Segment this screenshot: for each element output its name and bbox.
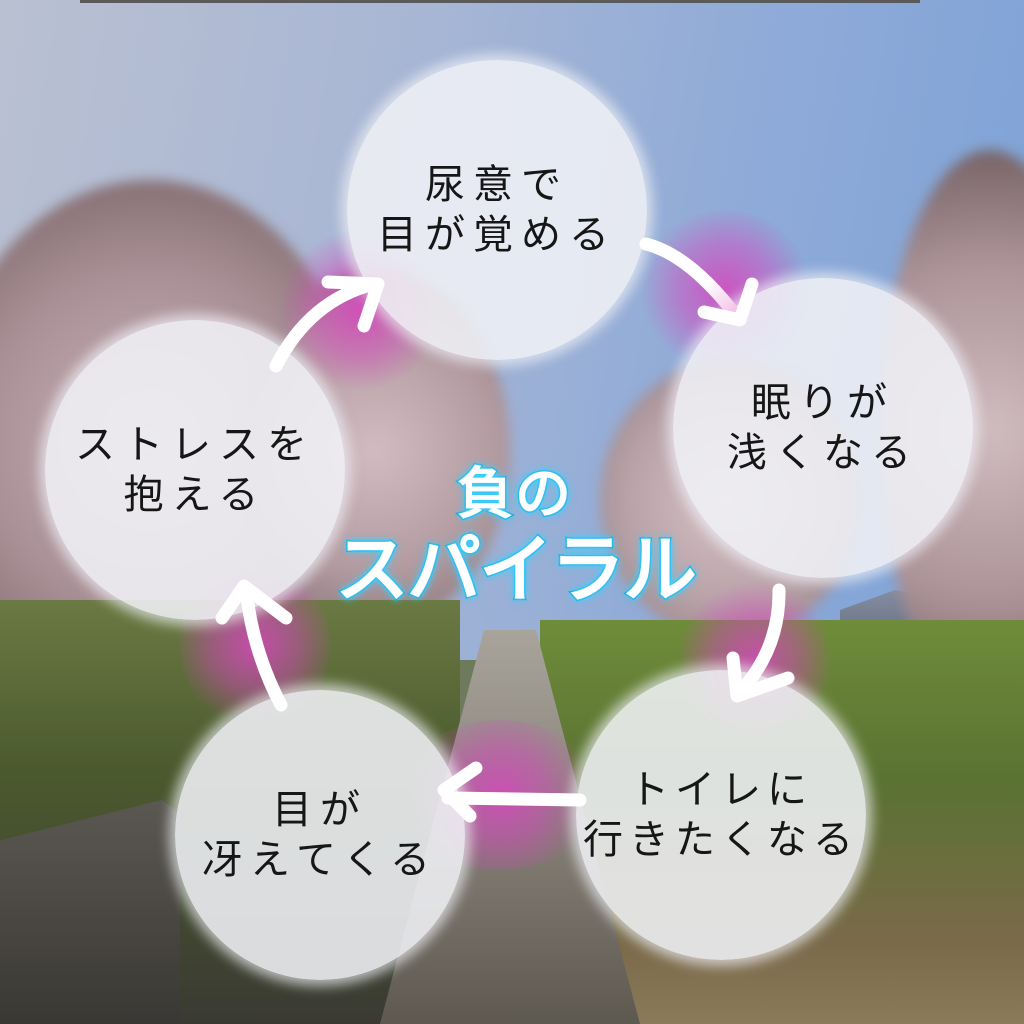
step-text-line1: 尿意で bbox=[425, 162, 569, 208]
cycle-step-wake: 尿意で 目が覚める bbox=[347, 60, 647, 360]
stone-wall bbox=[0, 800, 180, 1024]
cycle-step-light-sleep: 眠りが 浅くなる bbox=[673, 278, 973, 578]
step-text-line2: 抱える bbox=[123, 472, 267, 518]
step-text-line2: 浅くなる bbox=[727, 430, 919, 476]
spiral-title: 負の スパイラル bbox=[330, 461, 700, 614]
cycle-step-toilet: トイレに 行きたくなる bbox=[576, 670, 866, 960]
step-text-line1: 眠りが bbox=[751, 380, 895, 426]
top-border bbox=[80, 0, 920, 3]
step-text-line2: 冴えてくる bbox=[202, 837, 438, 883]
title-line2: スパイラル bbox=[334, 527, 699, 614]
step-text-line1: 目が bbox=[272, 787, 368, 833]
step-text-line1: ストレスを bbox=[75, 422, 315, 468]
title-line1: 負の bbox=[456, 461, 573, 529]
step-text-line2: 目が覚める bbox=[377, 212, 617, 258]
step-text-line1: トイレに bbox=[629, 767, 813, 813]
step-text-line2: 行きたくなる bbox=[583, 817, 859, 863]
cycle-step-awake: 目が 冴えてくる bbox=[175, 690, 465, 980]
cycle-step-stress: ストレスを 抱える bbox=[45, 320, 345, 620]
